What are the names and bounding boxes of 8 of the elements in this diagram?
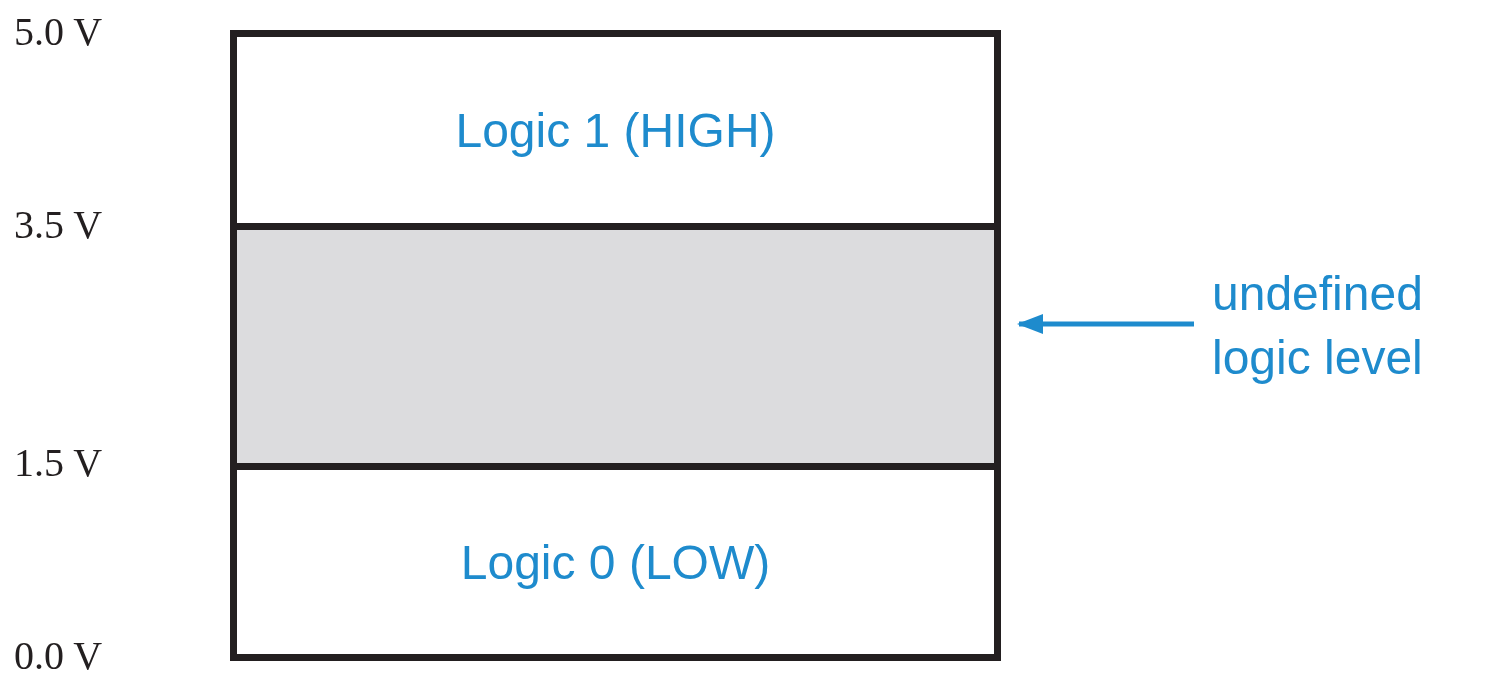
voltage-label: 0.0 V	[14, 636, 103, 676]
band-label: Logic 0 (LOW)	[460, 534, 771, 590]
voltage-label: 5.0 V	[14, 12, 103, 52]
voltage-label: 3.5 V	[14, 205, 103, 245]
band-label: Logic 1 (HIGH)	[455, 102, 776, 158]
voltage-label: 1.5 V	[14, 443, 103, 483]
arrow	[1017, 314, 1194, 334]
callout-text: undefined logic level	[1212, 262, 1502, 390]
